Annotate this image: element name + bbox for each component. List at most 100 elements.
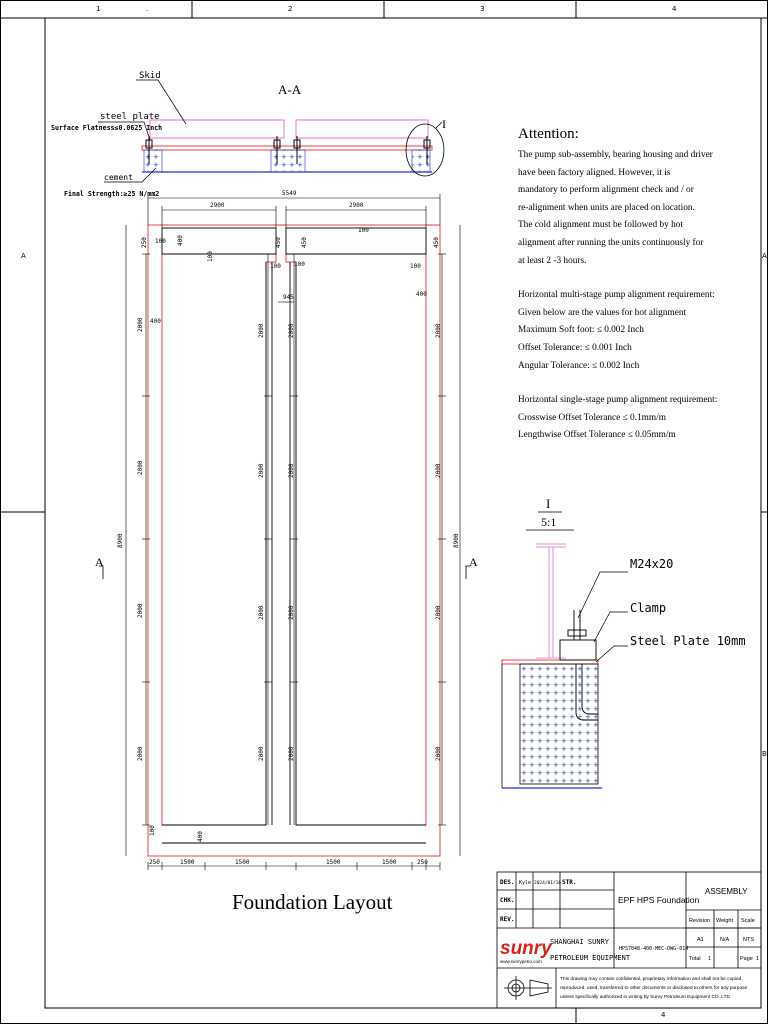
confidential-line-1: This drawing may contain confidential, p… (560, 976, 743, 982)
steel-plate-label: steel plate (100, 112, 160, 122)
inner-dim-100-e: 100 (358, 227, 369, 234)
bolt-label: M24x20 (630, 557, 673, 571)
right-height-1: 2000 (435, 323, 442, 338)
str-label: STR. (562, 879, 576, 886)
des-name: Kyle (519, 880, 531, 886)
detail-marker: I (546, 496, 550, 511)
inner-dim-100-b: 100 (270, 263, 281, 270)
projection-symbol (504, 976, 552, 1000)
attention-p1-line-2: have been factory aligned. However, it i… (518, 167, 671, 178)
layout-title: Foundation Layout (232, 890, 393, 914)
center-right-height-4: 2000 (288, 746, 295, 761)
right-height-4: 2000 (435, 746, 442, 761)
center-right-height-3: 2000 (288, 605, 295, 620)
total-label: Total (689, 956, 701, 962)
top-dim-400: 400 (177, 235, 184, 246)
bay-width-right-dim: 2900 (349, 202, 364, 209)
left-height-4: 2000 (137, 746, 144, 761)
website-text: www.sunrypetro.com (500, 959, 542, 964)
page-label: Page (740, 956, 753, 962)
company-line-2: PETROLEUM EQUIPMENT (550, 954, 631, 962)
title-block: DES. Kyle 2024/01/16 STR. CHK. REV. EPF … (496, 871, 762, 1009)
bottom-left-1500-b: 1500 (235, 859, 250, 866)
center-right-height-1: 2000 (288, 323, 295, 338)
center-left-height-1: 2000 (258, 323, 265, 338)
center-left-height-3: 2000 (258, 605, 265, 620)
attention-p2-line-2: Given below are the values for hot align… (518, 307, 687, 318)
chk-label: CHK. (500, 897, 514, 904)
revision-value: A1 (697, 937, 704, 943)
weight-label: Weight (716, 918, 733, 924)
scale-label: Scale (741, 918, 755, 924)
top-dim-450-a: 450 (275, 237, 282, 248)
attention-p3-line-2: Crosswise Offset Tolerance ≤ 0.1mm/m (518, 412, 666, 423)
top-dim-450-b: 450 (301, 237, 308, 248)
project-name: EPF HPS Foundation (618, 895, 700, 905)
cement-label: cement (104, 173, 133, 182)
clamp-label: Clamp (630, 601, 666, 615)
drawing-number: HPS7048-400-MEC-DWG-014 (619, 946, 688, 952)
inner-dim-100-c: 100 (294, 261, 305, 268)
top-dim-100: 100 (155, 238, 166, 245)
attention-p3-line-3: Lengthwise Offset Tolerance ≤ 0.05mm/m (518, 430, 676, 441)
foundation-plan: 5549 2900 2900 100 400 450 450 450 250 1… (95, 190, 478, 914)
bottom-small-400: 400 (197, 831, 204, 842)
company-logo: sunry (500, 938, 553, 959)
right-outer-height: 8900 (453, 533, 460, 548)
center-right-height-2: 2000 (288, 463, 295, 478)
section-title: A-A (278, 82, 302, 97)
detail-scale: 5:1 (541, 515, 556, 529)
row-letter-a-left: A (21, 252, 26, 260)
confidential-line-2: reproduced, used, transferred to other d… (560, 985, 748, 991)
column-number-4: 4 (672, 5, 677, 13)
skid-label: Skid (139, 71, 161, 81)
attention-p2-line-4: Offset Tolerance: ≤ 0.001 Inch (518, 342, 632, 353)
attention-p2-line-5: Angular Tolerance: ≤ 0.002 Inch (518, 360, 640, 371)
drawing-title: ASSEMBLY (705, 887, 748, 896)
section-marker-left: A (95, 555, 104, 569)
detail-i-circle (405, 123, 445, 177)
flatness-label: Surface Flatness≤0.0625 Inch (51, 124, 162, 132)
inner-dim-100-a: 100 (207, 251, 214, 262)
scale-value: NTS (743, 937, 754, 943)
left-height-2: 2000 (137, 460, 144, 475)
section-marker-right: A (469, 555, 478, 569)
right-height-3: 2000 (435, 605, 442, 620)
total-value: 1 (708, 956, 711, 962)
bottom-left-1500-a: 1500 (180, 859, 195, 866)
bottom-right-1500-a: 1500 (326, 859, 341, 866)
attention-notes: Attention: The pump sub-assembly, bearin… (518, 126, 758, 445)
bottom-right-1500-b: 1500 (382, 859, 397, 866)
bottom-left-250: 250 (149, 859, 160, 866)
section-view-a-a: A-A I Skid steel (51, 71, 446, 198)
attention-p3-line-1: Horizontal single-stage pump alignment r… (518, 395, 718, 406)
attention-p1-line-7: at least 2 -3 hours. (518, 255, 587, 266)
attention-p1-line-4: re-alignment when units are placed on lo… (518, 202, 695, 213)
center-left-height-4: 2000 (258, 746, 265, 761)
left-edge-250: 250 (141, 237, 148, 248)
right-height-2: 2000 (435, 463, 442, 478)
left-height-3: 2000 (137, 603, 144, 618)
page-value: 1 (756, 956, 759, 962)
top-dot: . (146, 5, 148, 13)
inner-dim-945: 945 (283, 294, 294, 301)
des-date: 2024/01/16 (534, 880, 561, 886)
left-height-1: 2000 (137, 317, 144, 332)
column-number-1: 1 (96, 5, 100, 13)
attention-p1-line-1: The pump sub-assembly, bearing housing a… (518, 150, 713, 160)
attention-p1-line-3: mandatory to perform alignment check and… (518, 185, 694, 196)
weight-value: N/A (720, 937, 730, 943)
attention-p1-line-5: The cold alignment must be followed by h… (518, 220, 683, 231)
column-number-3: 3 (480, 5, 484, 13)
rev-label: REV. (500, 916, 514, 923)
attention-p2-line-3: Maximum Soft foot: ≤ 0.002 Inch (518, 325, 644, 336)
bottom-small-100: 100 (149, 825, 156, 836)
left-outer-height: 8900 (117, 533, 124, 548)
frame-labels: 1 . 2 3 4 A A B 4 (21, 5, 767, 1019)
attention-p1-line-6: alignment after running the units contin… (518, 237, 704, 248)
attention-p2-line-1: Horizontal multi-stage pump alignment re… (518, 290, 715, 301)
plate-label: Steel Plate 10mm (630, 634, 746, 648)
detail-marker-label: I (442, 117, 446, 131)
center-left-height-2: 2000 (258, 463, 265, 478)
